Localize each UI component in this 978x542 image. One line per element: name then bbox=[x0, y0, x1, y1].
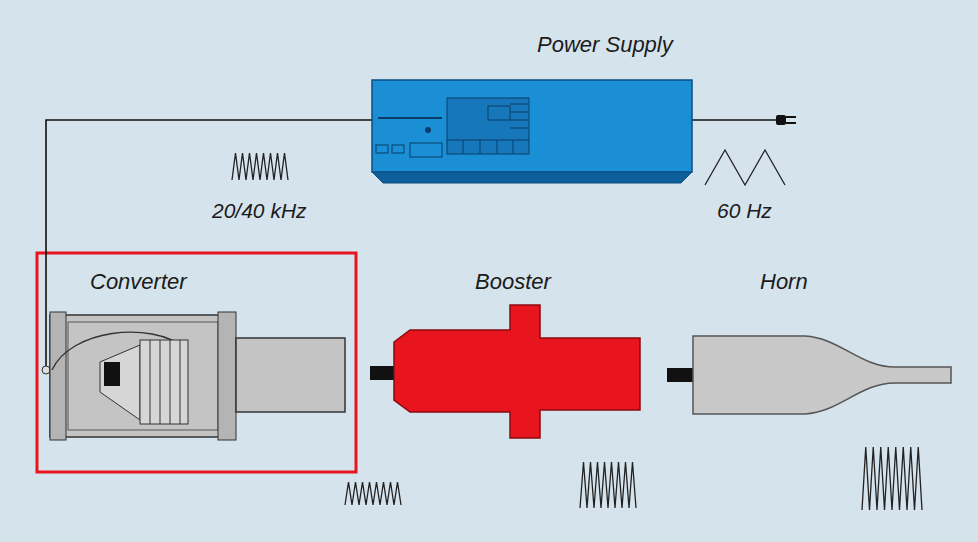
part-name: Converter bbox=[90, 270, 187, 294]
converter-shape bbox=[45, 268, 347, 443]
booster: Booster bbox=[368, 268, 643, 443]
converter: Converter bbox=[45, 268, 347, 443]
horn: Horn bbox=[665, 268, 955, 428]
signal-label: 20/40 kHz bbox=[212, 199, 307, 222]
part-name: Horn bbox=[760, 270, 808, 294]
booster-shape bbox=[368, 268, 643, 443]
highlight-frame bbox=[37, 253, 356, 472]
power-supply: Power Supply bbox=[372, 25, 694, 187]
cable bbox=[46, 120, 372, 268]
horn-shape bbox=[665, 268, 955, 428]
part-name: Booster bbox=[475, 270, 551, 294]
waveforms bbox=[232, 150, 922, 510]
part-name: Power Supply bbox=[537, 33, 673, 57]
signal-label: 60 Hz bbox=[717, 199, 772, 222]
power-cord bbox=[692, 115, 796, 125]
